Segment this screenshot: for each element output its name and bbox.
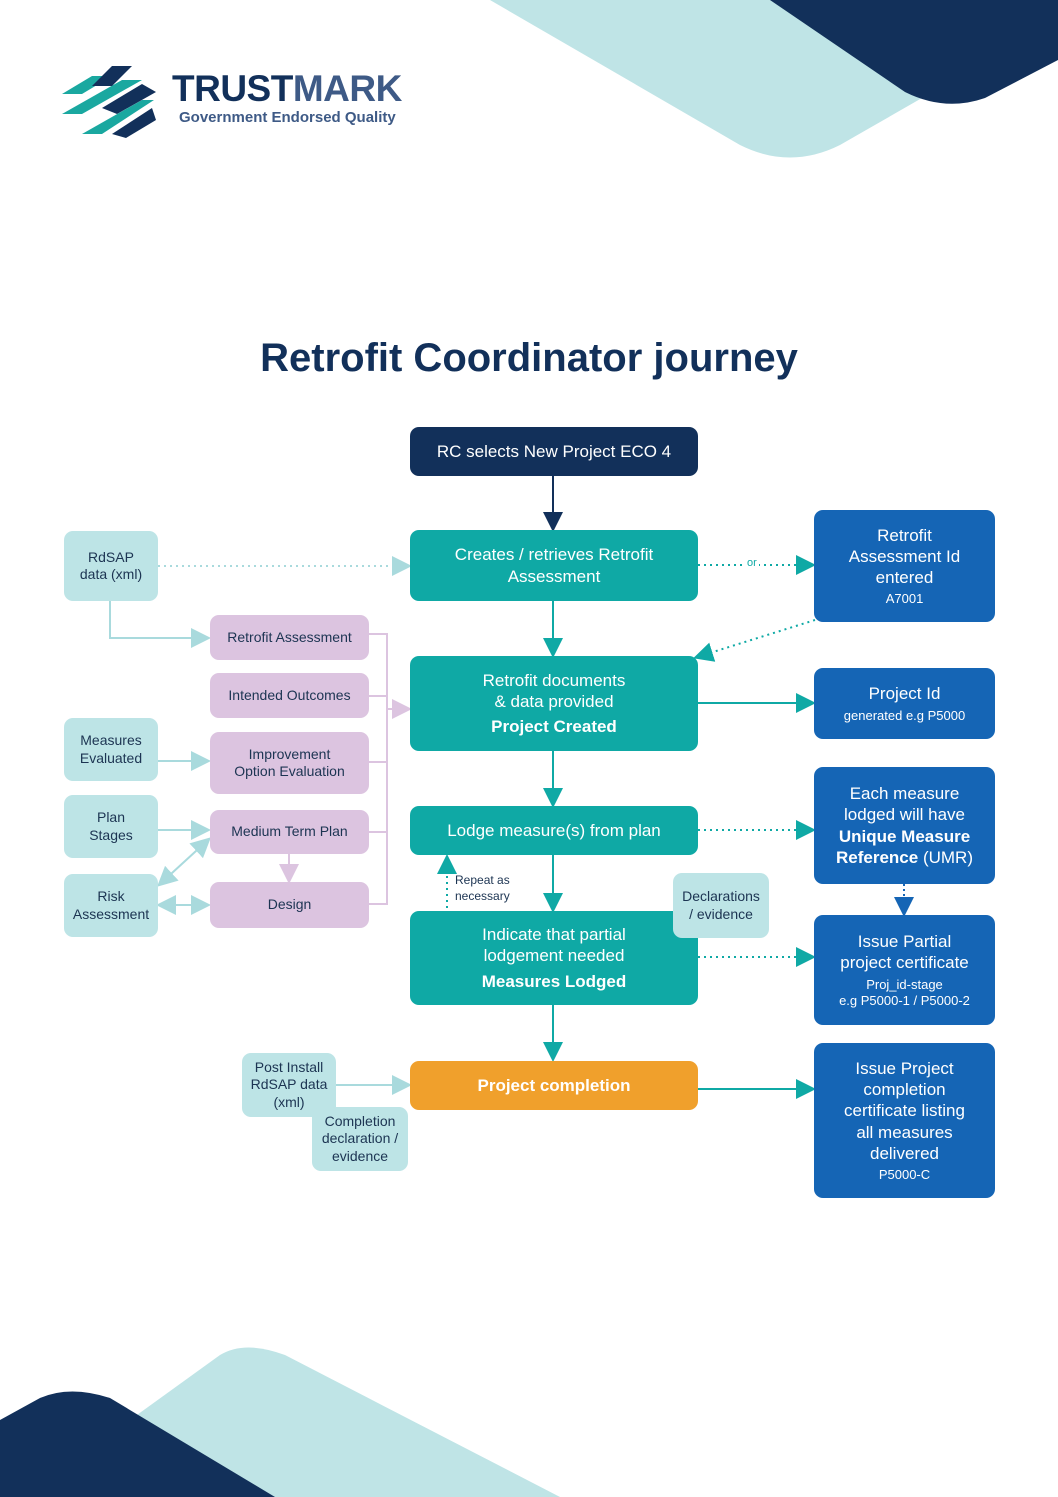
project-created-node[interactable]: Retrofit documents & data provided Proje… <box>410 656 698 751</box>
completion-label: Project completion <box>477 1075 631 1095</box>
arrow-assessment-id-to-docs <box>693 619 816 662</box>
design-doc-label: Design <box>267 896 312 913</box>
docs-line1: Retrofit documents <box>482 670 626 690</box>
umr-line1: Each measure <box>849 784 960 803</box>
repeat-note: Repeat as necessary <box>455 873 510 904</box>
bracket-documents <box>369 633 388 905</box>
pi-line2: RdSAP data <box>250 1076 328 1093</box>
me-line1: Measures <box>80 732 142 748</box>
completion-declaration-input[interactable]: Completion declaration / evidence <box>312 1107 408 1171</box>
ra-line2: Assessment <box>72 905 150 922</box>
partial-line1: Indicate that partial <box>482 925 626 945</box>
repeat-line2: necessary <box>455 888 510 903</box>
create-assessment-node[interactable]: Creates / retrieves Retrofit Assessment <box>410 530 698 601</box>
io-doc-label: Intended Outcomes <box>228 686 351 703</box>
mtp-doc-label: Medium Term Plan <box>231 823 348 840</box>
improvement-option-doc[interactable]: Improvement Option Evaluation <box>210 732 369 794</box>
ps-line1: Plan <box>96 809 126 825</box>
cc-line2: completion <box>863 1080 946 1099</box>
cc-line5: delivered <box>870 1143 939 1163</box>
cc-line1: Issue Project <box>855 1058 954 1078</box>
partial-cert-node[interactable]: Issue Partial project certificate Proj_i… <box>814 915 995 1025</box>
cd-line3: evidence <box>331 1147 389 1164</box>
cd-line2: declaration / <box>321 1130 399 1147</box>
intended-outcomes-doc[interactable]: Intended Outcomes <box>210 673 369 718</box>
brand-name: TRUSTMARK <box>172 70 402 107</box>
rdsap-line2: data (xml) <box>79 566 143 582</box>
rdsap-input[interactable]: RdSAP data (xml) <box>64 531 158 601</box>
arrow-risk-medium <box>157 837 211 887</box>
arrow-rdsap-to-retrofit-assessment <box>109 601 211 648</box>
bottom-light-shape <box>130 1347 560 1497</box>
cc-line3: certificate listing <box>844 1101 965 1121</box>
docs-line2: & data provided <box>494 691 614 711</box>
decl-line2: / evidence <box>689 905 753 922</box>
pc-line1: Issue Partial <box>857 932 952 951</box>
medium-term-plan-doc[interactable]: Medium Term Plan <box>210 810 369 854</box>
pid-sub: generated e.g P5000 <box>843 707 966 723</box>
design-doc[interactable]: Design <box>210 882 369 928</box>
ps-line2: Stages <box>89 826 133 843</box>
page-title: Retrofit Coordinator journey <box>260 336 798 380</box>
aid-sub: A7001 <box>885 591 924 607</box>
aid-line1: Retrofit <box>877 525 932 545</box>
plan-stages-input[interactable]: Plan Stages <box>64 795 158 858</box>
post-install-input[interactable]: Post Install RdSAP data (xml) <box>242 1053 336 1117</box>
umr-node[interactable]: Each measure lodged will have Unique Mea… <box>814 767 995 884</box>
pc-sub1: Proj_id-stage <box>866 976 943 992</box>
cc-sub: P5000-C <box>878 1167 931 1182</box>
project-completion-node[interactable]: Project completion <box>410 1061 698 1110</box>
start-node[interactable]: RC selects New Project ECO 4 <box>410 427 698 476</box>
me-line2: Evaluated <box>79 749 143 766</box>
assessment-id-node[interactable]: Retrofit Assessment Id entered A7001 <box>814 510 995 622</box>
lodge-label: Lodge measure(s) from plan <box>447 820 661 840</box>
pc-line2: project certificate <box>840 953 969 973</box>
or-label: or <box>745 557 759 569</box>
trustmark-logo-icon <box>62 66 156 138</box>
create-assessment-label: Creates / retrieves Retrofit Assessment <box>454 545 654 586</box>
aid-line3: entered <box>875 568 934 587</box>
pi-line1: Post Install <box>254 1058 324 1075</box>
ioe-line2: Option Evaluation <box>234 763 345 779</box>
completion-cert-node[interactable]: Issue Project completion certificate lis… <box>814 1043 995 1198</box>
docs-bold: Project Created <box>491 717 617 737</box>
umr-bold2: Reference <box>836 847 919 867</box>
pid-title: Project Id <box>868 684 941 704</box>
top-navy-shape <box>770 0 1058 104</box>
trustmark-logo <box>62 64 158 143</box>
decl-line1: Declarations <box>682 888 760 904</box>
partial-bold: Measures Lodged <box>481 971 627 991</box>
cd-line1: Completion <box>324 1112 396 1129</box>
partial-line2: lodgement needed <box>483 946 625 966</box>
pi-line3: (xml) <box>273 1093 305 1110</box>
umr-line2: lodged will have <box>844 805 965 825</box>
ra-doc-label: Retrofit Assessment <box>227 628 352 645</box>
aid-line2: Assessment Id <box>848 546 961 566</box>
retrofit-assessment-doc[interactable]: Retrofit Assessment <box>210 615 369 660</box>
start-node-label: RC selects New Project ECO 4 <box>436 441 672 461</box>
cc-line4: all measures <box>856 1122 953 1142</box>
measures-evaluated-input[interactable]: Measures Evaluated <box>64 718 158 781</box>
risk-assessment-input[interactable]: Risk Assessment <box>64 874 158 937</box>
project-id-node[interactable]: Project Id generated e.g P5000 <box>814 668 995 739</box>
brand-name-part1: TRUST <box>172 68 293 109</box>
ioe-line1: Improvement <box>248 745 331 762</box>
lodge-measure-node[interactable]: Lodge measure(s) from plan <box>410 806 698 855</box>
ra-line1: Risk <box>97 888 125 904</box>
brand-tagline: Government Endorsed Quality <box>179 109 396 126</box>
repeat-line1: Repeat as <box>455 873 510 887</box>
rdsap-line1: RdSAP <box>88 548 134 565</box>
measures-lodged-node[interactable]: Indicate that partial lodgement needed M… <box>410 911 698 1005</box>
brand-name-part2: MARK <box>292 68 402 109</box>
umr-bold1: Unique Measure <box>838 826 971 846</box>
declarations-input[interactable]: Declarations / evidence <box>673 873 769 938</box>
umr-tail: (UMR) <box>918 847 973 867</box>
bottom-navy-shape <box>0 1391 275 1497</box>
pc-sub2: e.g P5000-1 / P5000-2 <box>839 992 970 1008</box>
